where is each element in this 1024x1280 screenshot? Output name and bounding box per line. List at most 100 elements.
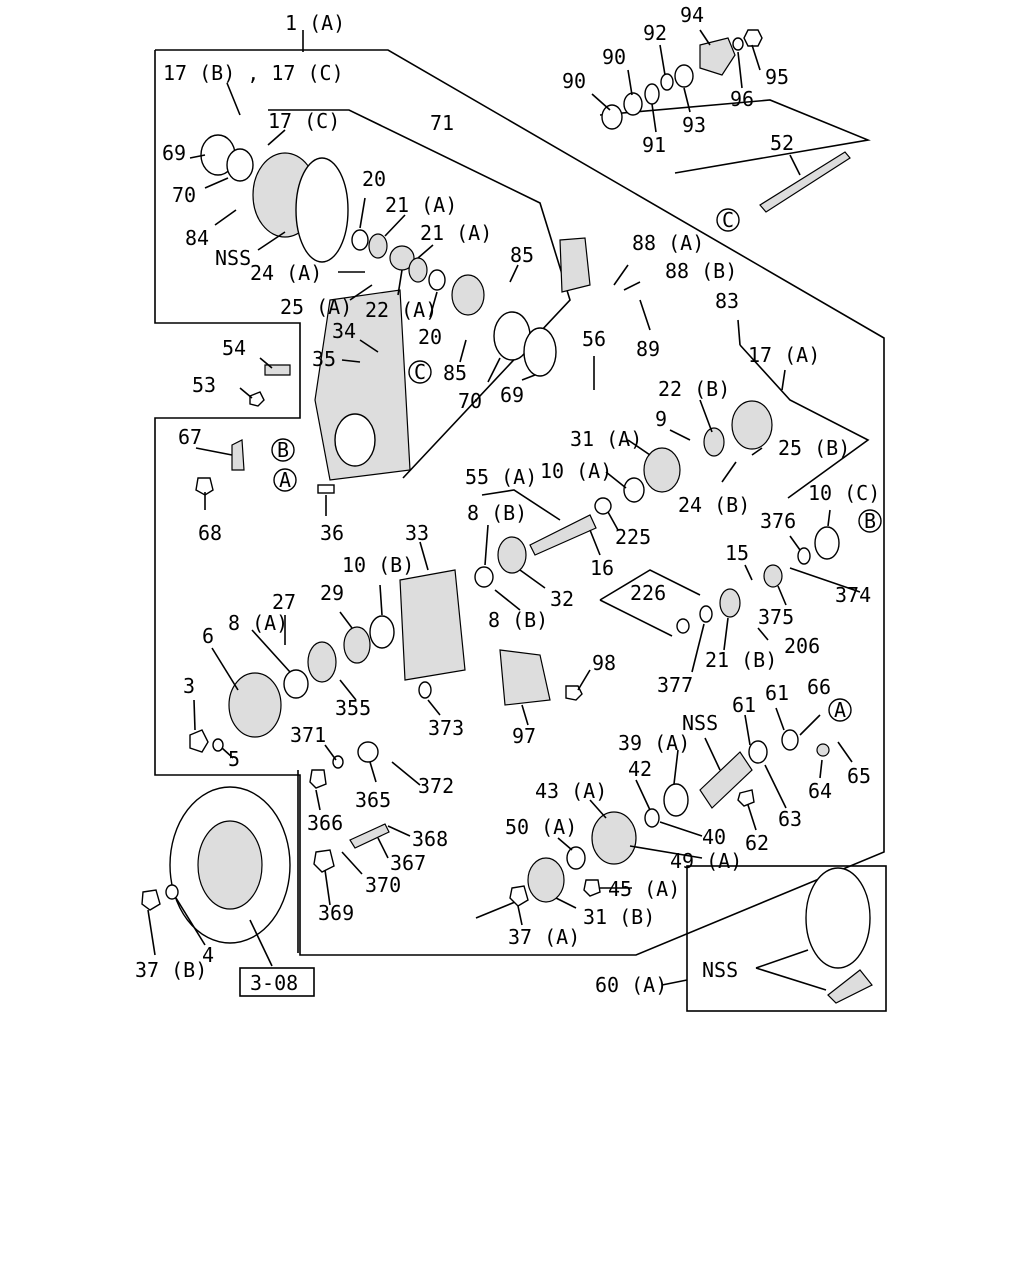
label-16: 16	[590, 556, 614, 580]
label-88a: 88 (A)	[632, 231, 704, 255]
fork-97-icon	[499, 649, 551, 706]
nss-ring-gear-icon	[805, 867, 871, 969]
nut-64-icon	[816, 743, 830, 757]
pinion-gear-icon	[451, 274, 485, 316]
spider-22b-icon	[703, 427, 725, 457]
label-83: 83	[715, 289, 739, 313]
bolt-62-icon	[737, 789, 755, 807]
bolt-366-icon	[309, 769, 327, 789]
bolt-45a-icon	[583, 879, 601, 897]
ring-225-icon	[594, 497, 612, 515]
ring-gear-icon	[295, 157, 349, 263]
label-10c: 10 (C)	[808, 481, 880, 505]
needle-375-icon	[763, 564, 783, 588]
ref-marker-b-2	[858, 509, 882, 533]
label-225: 225	[615, 525, 651, 549]
nut-3-icon	[189, 729, 209, 753]
bearing-50a-icon	[566, 846, 586, 870]
gear-32-icon	[497, 536, 527, 574]
label-90b: 90	[602, 45, 626, 69]
label-39a: 39 (A)	[618, 731, 690, 755]
label-92: 92	[643, 21, 667, 45]
label-32: 32	[550, 587, 574, 611]
label-366: 366	[307, 811, 343, 835]
ref-marker-a-2-label: A	[834, 698, 846, 722]
label-35: 35	[312, 347, 336, 371]
label-377: 377	[657, 673, 693, 697]
bearing-10a-icon	[623, 477, 645, 503]
label-8b-1: 8 (B)	[467, 501, 527, 525]
label-84: 84	[185, 226, 209, 250]
ref-marker-a-2	[828, 698, 852, 722]
label-68: 68	[198, 521, 222, 545]
label-10b: 10 (B)	[342, 553, 414, 577]
label-63: 63	[778, 807, 802, 831]
washer-377-icon	[699, 605, 713, 623]
nss-pinion-icon	[827, 969, 873, 1004]
label-8b-2: 8 (B)	[488, 608, 548, 632]
bolt-54-icon	[264, 364, 291, 376]
label-20a: 20	[362, 167, 386, 191]
ref-marker-c-2	[716, 208, 740, 232]
nut-95-icon	[743, 29, 763, 47]
label-20b: 20	[418, 325, 442, 349]
washer-96-icon	[732, 37, 744, 51]
ref-marker-a-1-label: A	[279, 468, 291, 492]
label-69b: 69	[500, 383, 524, 407]
seal-90-icon	[601, 104, 623, 130]
label-355: 355	[335, 696, 371, 720]
label-52: 52	[770, 131, 794, 155]
side-gear-21a-icon	[368, 233, 388, 259]
label-25b: 25 (B)	[778, 436, 850, 460]
ref-marker-a-1	[273, 468, 297, 492]
label-37a: 37 (A)	[508, 925, 580, 949]
bearing-63-icon	[748, 740, 768, 764]
label-25a: 25 (A)	[280, 295, 352, 319]
label-24b: 24 (B)	[678, 493, 750, 517]
label-368: 368	[412, 827, 448, 851]
case-83-icon	[731, 400, 773, 450]
label-5: 5	[228, 747, 240, 771]
label-97: 97	[512, 724, 536, 748]
nut-37a-icon	[509, 885, 529, 907]
label-53: 53	[192, 373, 216, 397]
label-6: 6	[202, 624, 214, 648]
oring-5-icon	[212, 738, 224, 752]
label-373: 373	[428, 716, 464, 740]
label-24a: 24 (A)	[250, 261, 322, 285]
ref-marker-b-1	[271, 438, 295, 462]
ring-pinion-set-box	[686, 865, 887, 1012]
reference-markers: C C B B A A	[271, 208, 882, 722]
label-367: 367	[390, 851, 426, 875]
label-206: 206	[784, 634, 820, 658]
label-369: 369	[318, 901, 354, 925]
label-88b: 88 (B)	[665, 259, 737, 283]
washer-376-icon	[797, 547, 811, 565]
label-42: 42	[628, 757, 652, 781]
washer-226-icon	[676, 618, 690, 634]
label-22a: 22 (A)	[365, 298, 437, 322]
label-21b: 21 (B)	[705, 648, 777, 672]
label-3-08: 3-08	[250, 971, 298, 995]
hub-355-icon	[307, 641, 337, 683]
label-27: 27	[272, 590, 296, 614]
ref-marker-b-1-label: B	[277, 438, 289, 462]
label-85b: 85	[443, 361, 467, 385]
label-70: 70	[172, 183, 196, 207]
label-31a: 31 (A)	[570, 427, 642, 451]
plug-369-icon	[313, 849, 335, 873]
label-90a: 90	[562, 69, 586, 93]
gear-31b-icon	[527, 857, 565, 903]
label-61a: 61	[732, 693, 756, 717]
label-374: 374	[835, 583, 871, 607]
washer-20-icon	[351, 229, 369, 251]
bolt-68-icon	[195, 477, 214, 496]
label-64: 64	[808, 779, 832, 803]
gear-31a-icon	[643, 447, 681, 493]
label-4: 4	[202, 943, 214, 967]
label-372: 372	[418, 774, 454, 798]
flange-6-icon	[228, 672, 282, 738]
label-nss-3: NSS	[702, 958, 738, 982]
label-226: 226	[630, 581, 666, 605]
